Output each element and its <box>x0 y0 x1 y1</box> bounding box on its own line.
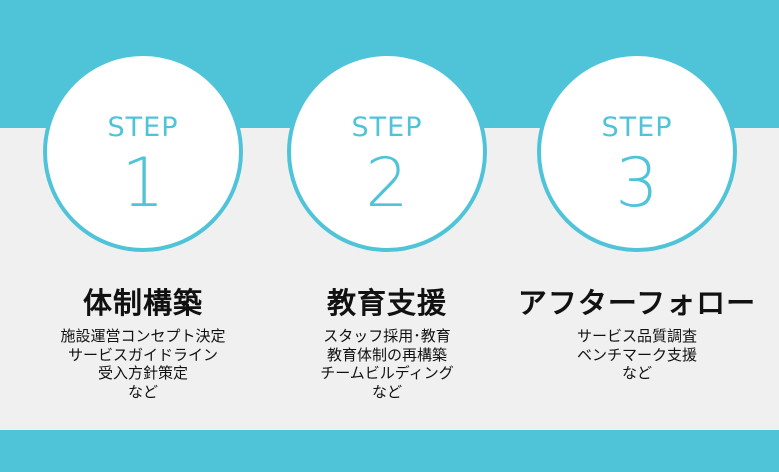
step-2-circle: STEP 2 <box>287 52 487 252</box>
step-2-line: 教育体制の再構築 <box>326 345 447 364</box>
step-3-line: ベンチマーク支援 <box>576 345 697 364</box>
step-1-description: 施設運営コンセプト決定 サービスガイドライン 受入方針策定 など <box>16 327 270 401</box>
step-2-number: 2 <box>365 144 409 223</box>
step-1-label: STEP <box>107 112 179 143</box>
step-1-number: 1 <box>121 144 165 223</box>
step-1-circle: STEP 1 <box>43 52 243 252</box>
step-3-circle: STEP 3 <box>537 52 737 252</box>
step-1-line: 受入方針策定 <box>97 364 188 382</box>
step-1-title: 体制構築 <box>82 286 203 320</box>
step-1-line: 施設運営コンセプト決定 <box>60 327 226 345</box>
step-2: STEP 2 教育支援 スタッフ採用･教育 教育体制の再構築 チームビルディング… <box>260 0 520 472</box>
step-3-number: 3 <box>615 144 659 223</box>
step-2-line: など <box>371 382 402 401</box>
step-2-description: スタッフ採用･教育 教育体制の再構築 チームビルディング など <box>260 327 514 401</box>
step-2-line: スタッフ採用･教育 <box>323 327 451 345</box>
step-2-label: STEP <box>351 112 423 143</box>
step-3: STEP 3 アフターフォロー サービス品質調査 ベンチマーク支援 など <box>510 0 770 472</box>
step-1-line: サービスガイドライン <box>67 345 218 364</box>
step-2-title: 教育支援 <box>326 286 447 320</box>
step-1: STEP 1 体制構築 施設運営コンセプト決定 サービスガイドライン 受入方針策… <box>16 0 276 472</box>
bottom-accent-band <box>0 430 779 472</box>
step-3-line: サービス品質調査 <box>576 327 697 345</box>
step-3-title: アフターフォロー <box>517 286 757 320</box>
step-3-label: STEP <box>601 112 673 143</box>
step-3-line: など <box>621 364 652 382</box>
step-3-description: サービス品質調査 ベンチマーク支援 など <box>510 327 764 383</box>
step-1-line: など <box>127 382 158 401</box>
step-2-line: チームビルディング <box>320 364 454 382</box>
